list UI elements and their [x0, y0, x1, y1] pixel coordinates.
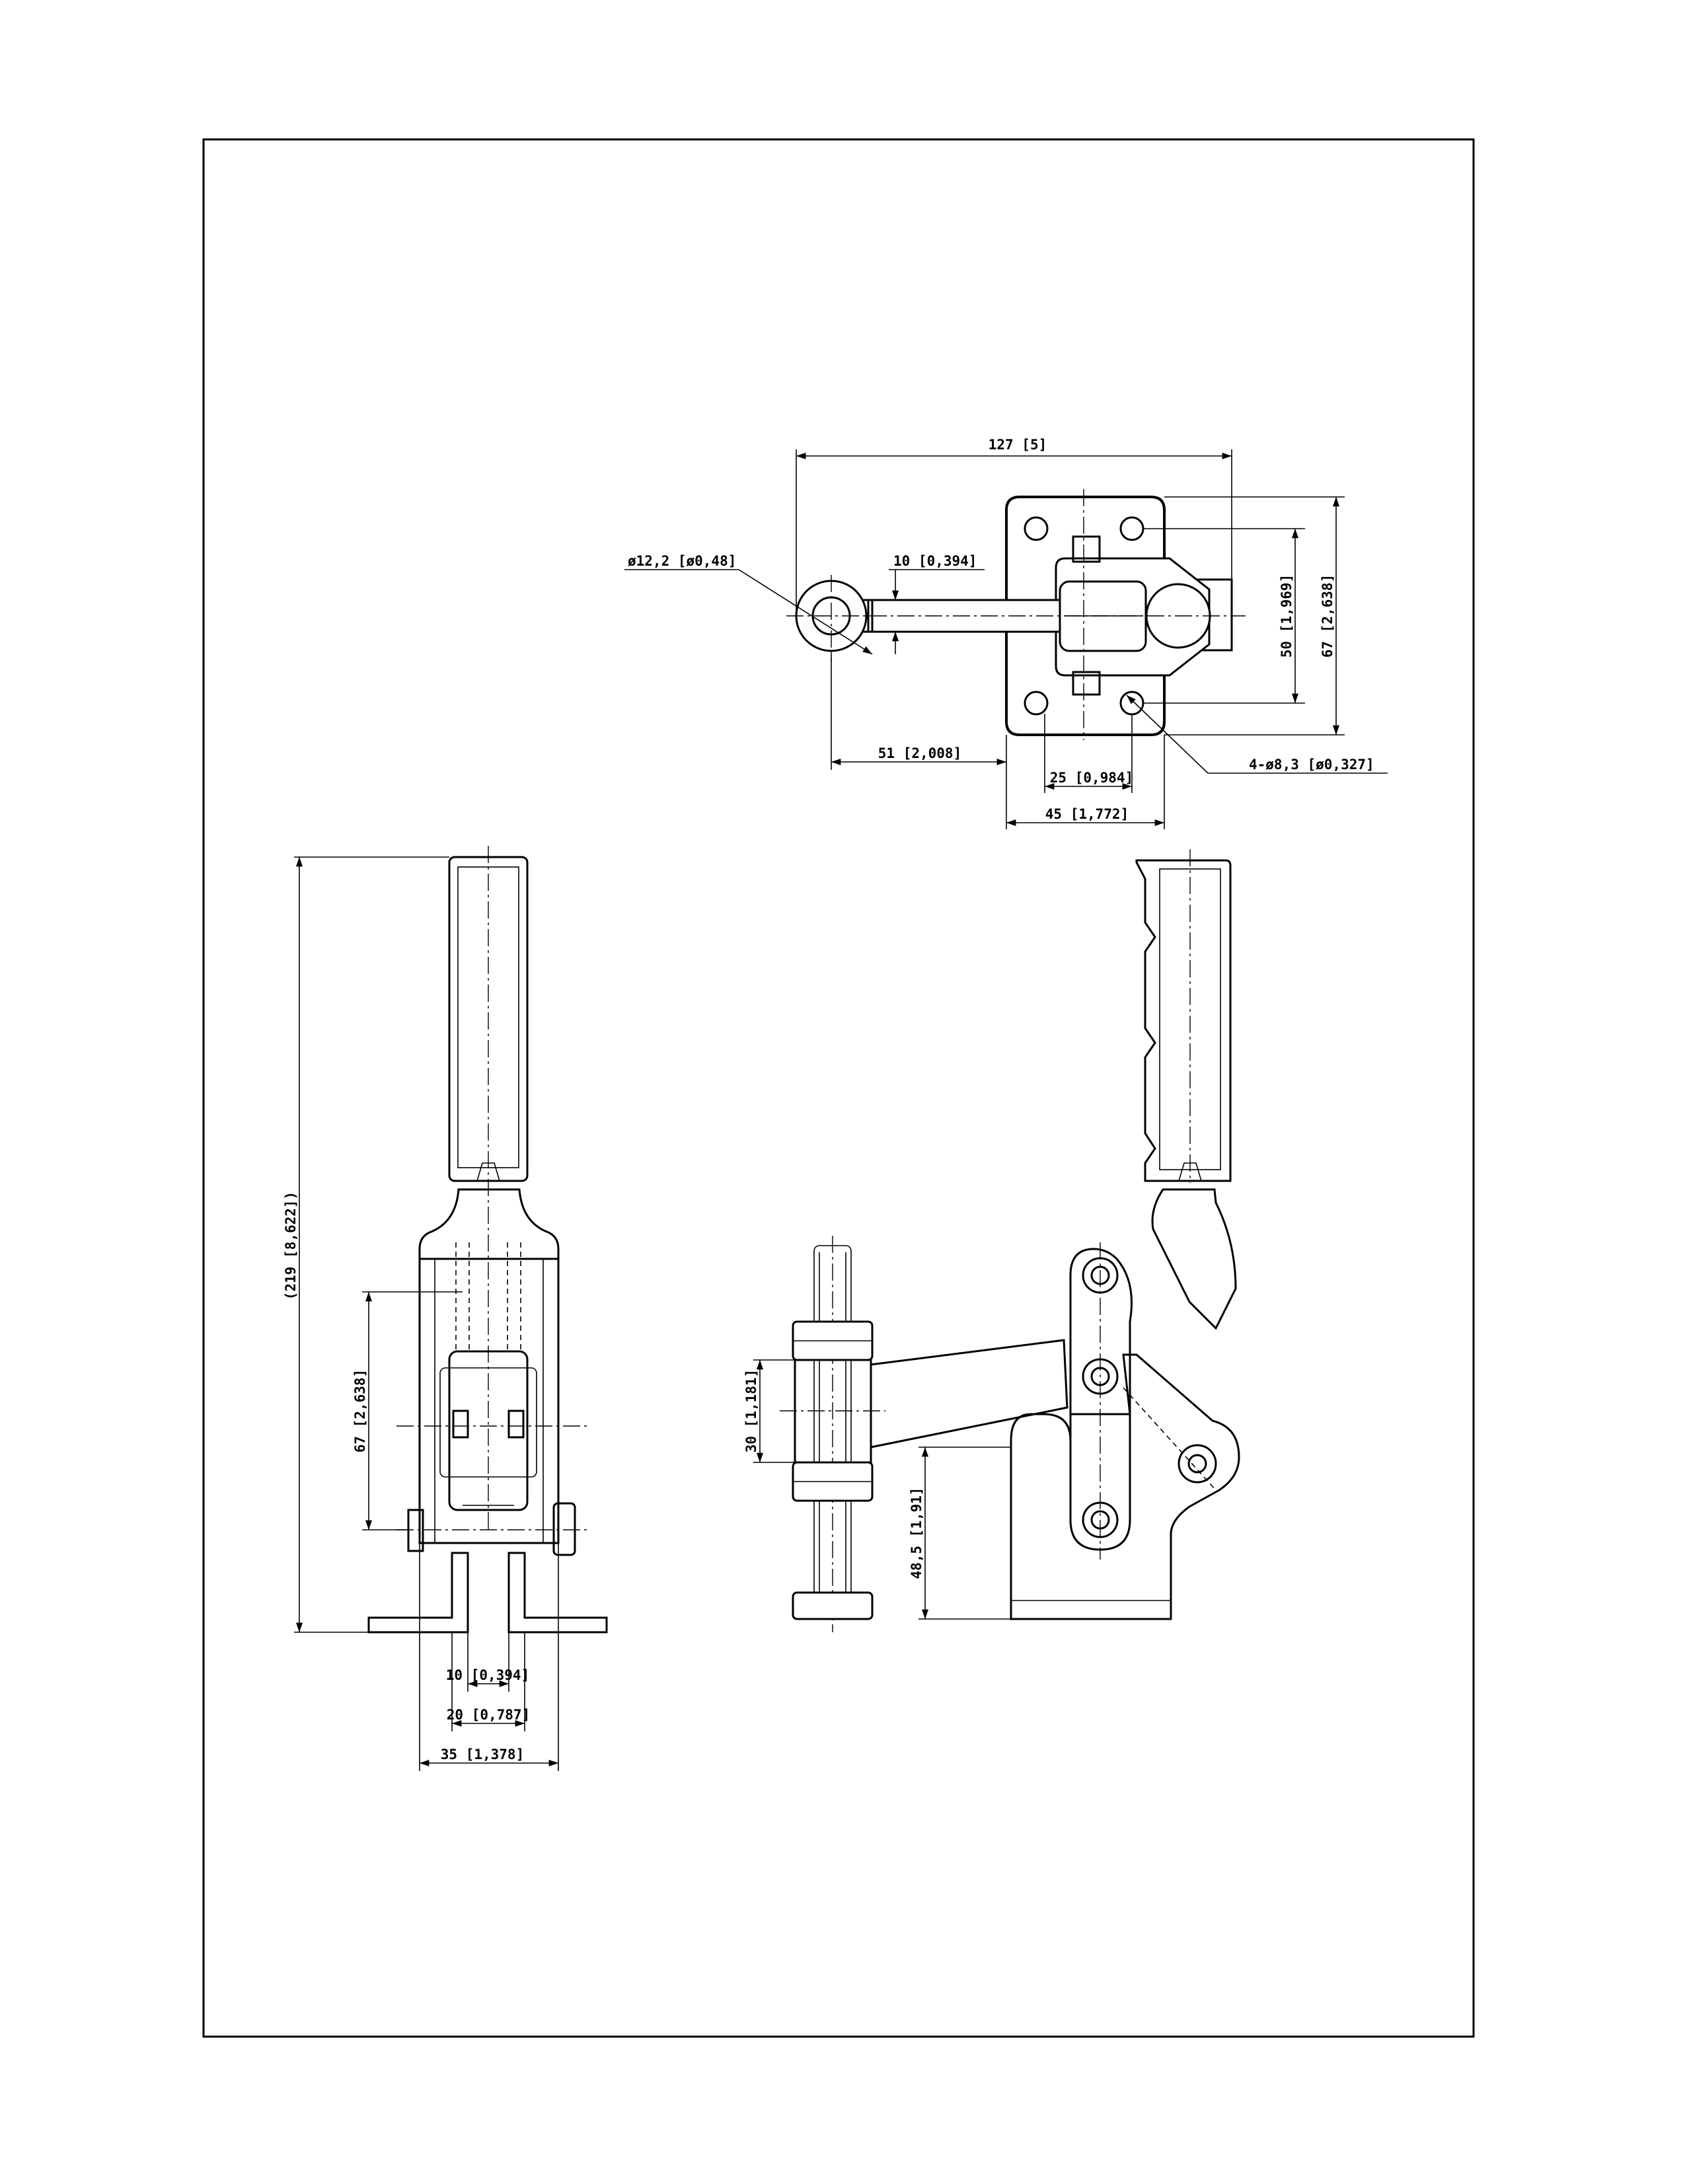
side-view: 30 [1,181] 48,5 [1,91]: [743, 849, 1240, 1632]
front-view: (219 [8,622]) 67 [2,638] 10 [0,394] 20 […: [283, 846, 608, 1771]
top-view-pivot-cap: [1072, 535, 1101, 563]
dim-eye-diameter: ø12,2 [ø0,48]: [628, 553, 736, 569]
front-view-head: [418, 1188, 560, 1260]
dim-arm-height: 48,5 [1,91]: [909, 1487, 924, 1579]
side-view-handle-grip: [1135, 859, 1232, 1182]
side-view-pivot-icon: [1178, 1444, 1217, 1484]
mounting-hole-icon: [1119, 516, 1144, 541]
front-view-nut: [552, 1502, 576, 1556]
leader-line: [738, 569, 873, 655]
dim-mounting-holes: 4-ø8,3 [ø0,327]: [1249, 757, 1374, 772]
front-view-bolt-head: [407, 1509, 424, 1552]
dim-spindle-block: 30 [1,181]: [743, 1369, 759, 1452]
mounting-hole-icon: [1119, 691, 1144, 716]
front-view-inner-plate: [434, 1258, 544, 1544]
dim-base-height: 67 [2,638]: [1320, 574, 1335, 658]
dim-hole-spacing-vertical: 50 [1,969]: [1279, 574, 1294, 658]
top-view-base-plate: [1005, 496, 1166, 736]
dim-inner-width: 20 [0,787]: [447, 1707, 530, 1723]
front-view-base: [507, 1552, 608, 1634]
front-view-clevis: [439, 1367, 537, 1478]
front-view-handle-tip: [476, 1162, 500, 1182]
dim-slot-width: 10 [0,394]: [446, 1667, 529, 1683]
dim-overall-height: (219 [8,622]): [283, 1191, 299, 1300]
dim-base-width: 45 [1,772]: [1045, 806, 1129, 822]
side-view-pivot-icon: [1187, 1454, 1207, 1474]
top-view-pivot-cap: [1072, 671, 1101, 696]
top-view: 127 [5] ø12,2 [ø0,48] 10 [0,394] 50 [1,9…: [624, 437, 1388, 829]
dim-bar-width: 10 [0,394]: [893, 553, 977, 569]
side-view-handle-tip: [1178, 1162, 1202, 1182]
side-view-spindle-head: [792, 1591, 874, 1620]
side-view-arm: [870, 1339, 1068, 1449]
side-view-handle-head: [1151, 1188, 1237, 1330]
dim-hole-spacing-horizontal: 25 [0,984]: [1050, 770, 1133, 786]
dim-base-width: 35 [1,378]: [441, 1747, 524, 1762]
front-view-base: [367, 1552, 469, 1634]
dim-pivot-height: 67 [2,638]: [352, 1369, 368, 1452]
mounting-hole-icon: [1024, 691, 1049, 716]
leader-line: [1126, 695, 1209, 774]
mounting-hole-icon: [1024, 516, 1049, 541]
front-view-pivot-pin: [507, 1410, 525, 1439]
side-view-link: [1069, 1248, 1133, 1551]
front-view-pivot-pin: [452, 1410, 469, 1439]
side-view-base: [1010, 1353, 1240, 1620]
dim-eye-offset: 51 [2,008]: [878, 745, 961, 761]
front-view-link: [448, 1350, 529, 1511]
side-view-hidden-line: [1123, 1387, 1217, 1491]
dim-overall-length: 127 [5]: [989, 437, 1047, 453]
drawing-border: [202, 138, 1475, 2038]
